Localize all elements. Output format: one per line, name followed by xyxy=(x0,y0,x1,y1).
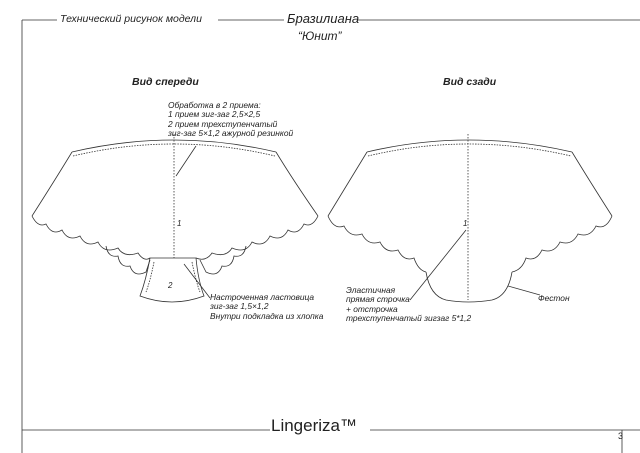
front-gusset-topstitch-right xyxy=(191,261,201,293)
front-left-side xyxy=(31,151,73,217)
back-view-title: Вид сзади xyxy=(443,76,497,88)
back-scallop-edge-left xyxy=(327,215,427,273)
front-lower-scallop-left xyxy=(105,245,151,275)
back-lower-curve xyxy=(425,271,513,303)
front-scallop-edge-right xyxy=(195,215,319,260)
note-line: Обработка в 2 приема: xyxy=(168,100,261,110)
footer-brand: Lingeriza™ xyxy=(271,416,357,435)
note-line: Внутри подкладка из хлопка xyxy=(210,310,324,321)
note-line: 2 прием трехступенчатый xyxy=(168,118,278,129)
front-part-label-2: 2 xyxy=(168,281,173,290)
front-waist-inner xyxy=(72,143,276,157)
back-seam-note: Эластичная прямая строчка + отстрочка тр… xyxy=(346,285,472,324)
back-garment xyxy=(327,134,613,303)
back-seam-leader xyxy=(409,229,467,301)
back-left-side xyxy=(327,151,368,217)
note-line: трехступенчатый зигзаг 5*1,2 xyxy=(346,313,472,324)
back-waist-outer xyxy=(366,139,573,153)
note-line: + отстрочка xyxy=(346,303,398,314)
front-view-title: Вид спереди xyxy=(132,76,199,88)
front-lower-scallop-right xyxy=(199,245,247,275)
note-line: Эластичная xyxy=(346,285,396,295)
front-waistband-leader xyxy=(175,145,197,177)
front-part-label-1: 1 xyxy=(177,219,182,228)
back-scallop-edge-right xyxy=(511,215,613,273)
front-gusset-topstitch-left xyxy=(145,261,155,293)
front-gusset-note: Настроченная ластовица зиг-заг 1,5×1,2 В… xyxy=(210,292,324,321)
front-right-side xyxy=(275,151,319,217)
header-model-label: Технический рисунок модели xyxy=(60,13,202,25)
note-line: Настроченная ластовица xyxy=(210,292,315,302)
back-edge-leader xyxy=(507,285,541,296)
front-garment xyxy=(31,134,319,303)
note-line: 1 прием зиг-заг 2,5×2,5 xyxy=(168,109,261,120)
front-gusset xyxy=(139,257,205,303)
front-scallop-edge-left xyxy=(31,215,151,260)
back-right-side xyxy=(571,151,613,217)
back-waist-inner xyxy=(367,143,572,157)
note-line: прямая строчка xyxy=(346,294,410,305)
front-gusset-leader xyxy=(183,263,211,299)
back-edge-note: Фестон xyxy=(538,293,570,303)
note-line: зиг-заг 5×1,2 ажурной резинкой xyxy=(168,128,294,139)
header-subtitle: “Юнит” xyxy=(298,29,342,43)
page-number: 3 xyxy=(618,431,624,441)
note-line: зиг-заг 1,5×1,2 xyxy=(210,301,269,312)
back-part-label-1: 1 xyxy=(463,219,468,228)
header-title: Бразилиана xyxy=(287,11,360,26)
front-waistband-note: Обработка в 2 приема: 1 прием зиг-заг 2,… xyxy=(168,100,294,139)
